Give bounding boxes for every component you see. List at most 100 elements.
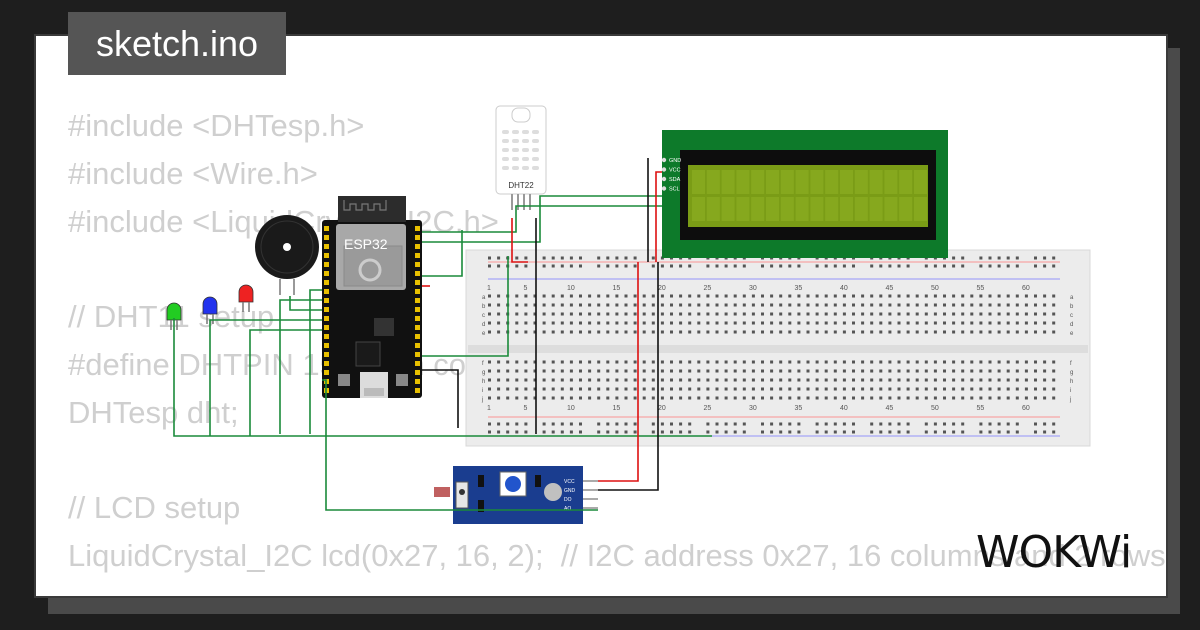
row-letter: i xyxy=(1070,388,1071,394)
lcd-pin xyxy=(661,157,667,163)
code-line: LiquidCrystal_I2C lcd(0x27, 16, 2); // I… xyxy=(68,538,1166,574)
wires xyxy=(173,158,712,511)
row-letter: j xyxy=(1069,397,1071,403)
lcd-cell xyxy=(825,170,839,194)
lcd-cell xyxy=(899,170,913,194)
ldr-pin-label: DO xyxy=(564,497,572,503)
row-letter: i xyxy=(482,388,483,394)
lcd-pin xyxy=(661,176,667,182)
lcd-cell xyxy=(766,197,779,221)
dht22-sensor: DHT22 xyxy=(495,105,547,210)
lcd-character-grid xyxy=(692,170,927,221)
led-green xyxy=(166,302,182,330)
ldr-pin-label: AO xyxy=(564,506,571,512)
column-number: 50 xyxy=(931,285,939,292)
lcd-cell xyxy=(854,170,868,194)
column-number: 55 xyxy=(977,405,985,412)
row-letter: b xyxy=(1070,304,1074,310)
dht22-label: DHT22 xyxy=(508,181,534,190)
column-number: 40 xyxy=(840,285,848,292)
lcd-cell xyxy=(810,170,824,194)
column-number: 15 xyxy=(613,405,621,412)
column-number: 60 xyxy=(1022,405,1030,412)
code-line: DHTesp dht; xyxy=(68,394,239,430)
lcd-cell xyxy=(869,170,883,194)
row-letter: d xyxy=(1070,322,1073,328)
column-number: 35 xyxy=(795,405,803,412)
row-letter: j xyxy=(481,397,483,403)
lcd-cell xyxy=(751,170,765,194)
file-tab-label: sketch.ino xyxy=(95,22,259,64)
lcd-cell xyxy=(692,197,705,221)
lcd-cell xyxy=(721,170,735,194)
lcd-cell xyxy=(884,170,898,194)
column-number: 10 xyxy=(567,405,575,412)
lcd-cell xyxy=(840,197,853,221)
breadboard-holes xyxy=(488,256,1056,434)
row-letter: c xyxy=(1070,313,1073,319)
lcd-pin xyxy=(661,186,667,191)
column-number: 25 xyxy=(704,285,712,292)
column-number: 10 xyxy=(567,285,575,292)
column-number: 15 xyxy=(613,285,621,292)
column-number: 50 xyxy=(931,405,939,412)
lcd-cell xyxy=(914,197,927,221)
led-blue xyxy=(202,296,218,324)
esp32-board: ESP32 xyxy=(322,196,422,398)
lcd-cell xyxy=(780,197,794,221)
lcd-cell xyxy=(721,197,735,221)
lcd-cell xyxy=(706,170,720,194)
lcd-pin-labels: GND VCC SDA SCL xyxy=(661,157,681,193)
column-number: 55 xyxy=(977,285,985,292)
lcd-cell xyxy=(795,170,809,194)
column-number: 30 xyxy=(749,405,757,412)
breadboard: 1155101015152020252530303535404045455050… xyxy=(465,249,1091,447)
lcd-pin-label: VCC xyxy=(669,168,681,174)
column-number: 35 xyxy=(795,285,803,292)
lcd-cell xyxy=(780,170,794,194)
column-number: 45 xyxy=(886,405,894,412)
file-tab[interactable]: sketch.ino xyxy=(68,12,286,75)
row-letter: a xyxy=(482,295,486,301)
column-number: 60 xyxy=(1022,285,1030,292)
column-number: 40 xyxy=(840,405,848,412)
row-letter: g xyxy=(1070,370,1073,376)
wokwi-logo-text: WOKWi xyxy=(976,527,1131,577)
wokwi-logo[interactable]: WOKWi xyxy=(976,525,1152,582)
column-number: 1 xyxy=(487,405,491,412)
led-red xyxy=(238,284,254,312)
column-number: 45 xyxy=(886,285,894,292)
column-number: 5 xyxy=(523,285,527,292)
lcd-cell xyxy=(869,197,883,221)
buzzer xyxy=(255,215,319,295)
lcd-cell xyxy=(825,197,839,221)
wokwi-logo-mark: WOKWi xyxy=(976,527,1132,578)
esp32-label: ESP32 xyxy=(344,236,388,252)
lcd-display: GND VCC SDA SCL xyxy=(661,130,948,258)
row-letter: c xyxy=(482,313,485,319)
row-letter: g xyxy=(482,370,485,376)
ldr-module: VCC GND DO AO xyxy=(434,466,598,524)
led-group xyxy=(166,284,254,330)
lcd-cell xyxy=(692,170,705,194)
ldr-pin-label: VCC xyxy=(564,479,575,485)
lcd-cell xyxy=(899,197,913,221)
row-letter: h xyxy=(482,379,485,385)
column-number: 20 xyxy=(658,285,666,292)
code-line: // LCD setup xyxy=(68,490,241,526)
breadboard-column-numbers: 1155101015152020252530303535404045455050… xyxy=(487,285,1030,412)
lcd-cell xyxy=(751,197,765,221)
code-line: #include <Wire.h> xyxy=(68,155,318,191)
code-background: #include <DHTesp.h>#include <Wire.h>#inc… xyxy=(68,102,1166,580)
row-letter: a xyxy=(1070,295,1074,301)
lcd-cell xyxy=(706,197,720,221)
lcd-pin-label: SCL xyxy=(669,187,680,193)
lcd-cell xyxy=(914,170,927,194)
lcd-pin-label: GND xyxy=(669,158,681,164)
lcd-pin-label: SDA xyxy=(669,177,681,183)
ldr-pin-label: GND xyxy=(564,488,576,494)
lcd-cell xyxy=(766,170,779,194)
column-number: 20 xyxy=(658,405,666,412)
